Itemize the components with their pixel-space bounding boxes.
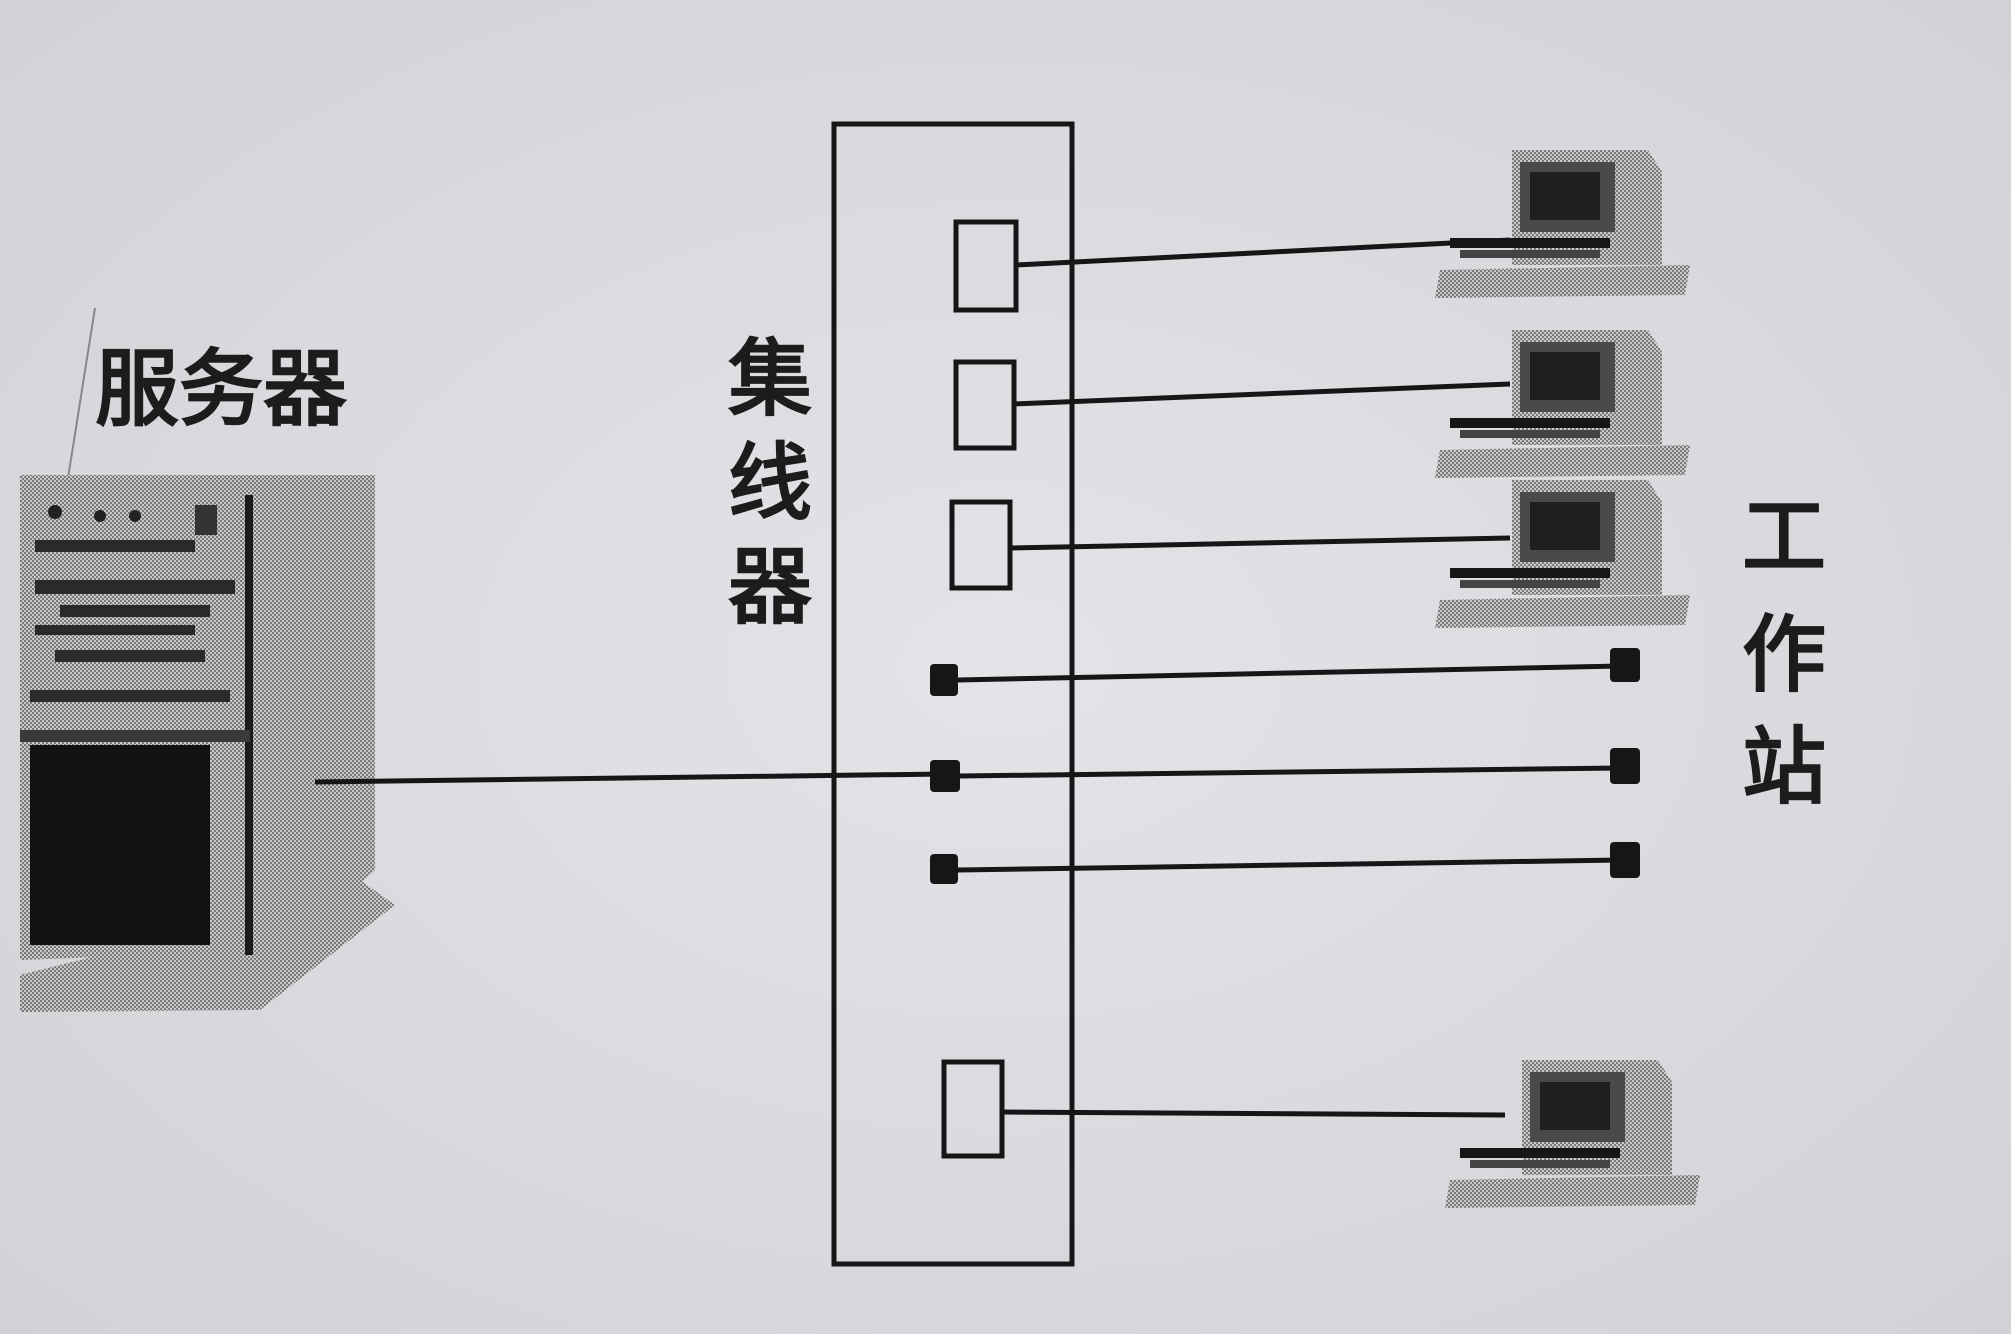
hub-label-char-1: 集	[727, 329, 812, 428]
workstation-label-char-1: 工	[1742, 487, 1826, 586]
hub-port-5	[930, 760, 960, 792]
link-1	[1015, 237, 1511, 268]
link-6	[957, 857, 1621, 873]
hub-label-char-3: 器	[728, 537, 813, 636]
terminal-3-connector-icon	[1610, 842, 1640, 878]
link-2	[1013, 381, 1511, 407]
server-label: 服务器	[95, 339, 348, 438]
hub-label-char-2: 线	[728, 433, 812, 532]
link-3	[1009, 535, 1511, 551]
workstation-3-computer-icon	[1435, 480, 1690, 628]
workstation-1-computer-icon	[1435, 150, 1690, 298]
hub-port-2	[953, 359, 1017, 451]
hub-port-7	[941, 1059, 1005, 1159]
link-5	[959, 765, 1621, 779]
server-link	[314, 771, 945, 785]
hub-port-3	[949, 499, 1013, 591]
workstation-label-char-2: 作	[1742, 605, 1826, 704]
server-icon	[20, 475, 395, 1012]
hub-port-1	[953, 219, 1019, 313]
hub-port-6	[930, 854, 958, 884]
link-7	[1001, 1109, 1506, 1118]
workstation-label-char-3: 站	[1742, 717, 1826, 816]
hub-port-4	[930, 664, 958, 696]
workstation-4-computer-icon	[1445, 1060, 1700, 1208]
hub-box	[831, 121, 1075, 1267]
workstation-2-computer-icon	[1435, 330, 1690, 478]
link-4	[957, 663, 1621, 683]
terminal-2-connector-icon	[1610, 748, 1640, 784]
terminal-1-connector-icon	[1610, 648, 1640, 682]
